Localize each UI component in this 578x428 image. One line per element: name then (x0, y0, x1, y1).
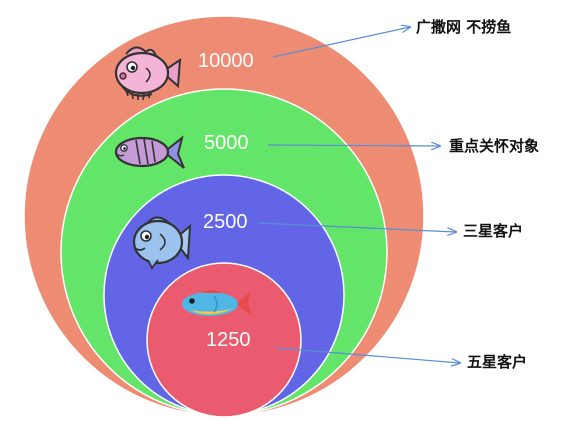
puffer-fish-icon (114, 46, 182, 101)
callout-label-third: 三星客户 (463, 222, 523, 240)
callout-label-inner: 五星客户 (467, 353, 527, 371)
ring-second-value: 5000 (204, 132, 249, 154)
blue-fish-icon (132, 216, 192, 270)
callout-label-outer: 广撒网 不捞鱼 (416, 18, 511, 36)
callout-arrow-inner (275, 347, 460, 363)
striped-fish-icon (114, 135, 185, 169)
ring-inner-value: 1250 (206, 329, 251, 351)
callout-arrow-outer (272, 27, 410, 58)
callout-label-second: 重点关怀对象 (449, 137, 539, 155)
ring-third-value: 2500 (203, 211, 248, 233)
small-fish-icon (182, 289, 252, 316)
callout-arrow-third (257, 222, 456, 232)
ring-outer-value: 10000 (198, 50, 254, 72)
callout-arrow-second (267, 145, 440, 146)
